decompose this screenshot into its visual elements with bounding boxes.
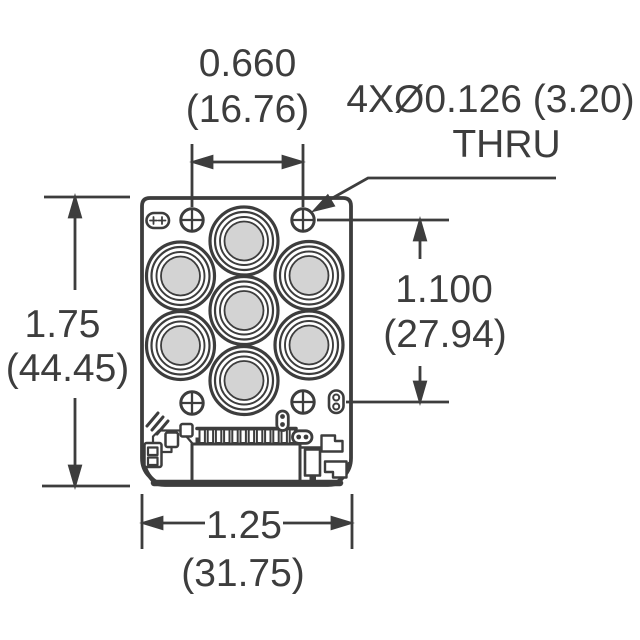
right-corner-traces	[298, 434, 348, 482]
transducer-lower-right	[273, 309, 345, 381]
label-board-height-mm: (44.45)	[6, 347, 130, 390]
arrowhead-left	[139, 515, 164, 531]
label-hole-spacing-v-in: 1.100	[395, 268, 493, 311]
label-hole-spacing-h-in: 0.660	[199, 42, 297, 85]
label-hole-callout-line2: THRU	[452, 123, 560, 166]
dim-hole-spacing-horizontal	[189, 144, 306, 207]
transducer-center	[208, 274, 280, 347]
hole-callout-leader	[310, 176, 556, 213]
left-corner-traces	[143, 422, 194, 469]
pad-plus-marks	[149, 216, 167, 225]
board-components	[143, 211, 348, 487]
arrowhead-leader	[310, 193, 336, 213]
arrowhead-left	[189, 154, 214, 170]
transducer-bottom	[208, 344, 280, 417]
arrowhead-down	[412, 380, 428, 407]
arrowhead-up	[412, 215, 428, 242]
mounting-holes	[179, 207, 316, 416]
arrowhead-right	[330, 515, 355, 531]
dimension-labels: 0.660 (16.76) 4XØ0.126 (3.20) THRU 1.75 …	[6, 42, 635, 595]
label-board-width-in: 1.25	[206, 504, 282, 547]
label-hole-spacing-h-mm: (16.76)	[186, 88, 310, 131]
dim-board-width	[139, 494, 355, 549]
connector-body	[190, 442, 302, 486]
transducer-array	[144, 205, 345, 417]
dim-board-height	[42, 192, 130, 491]
transducer-upper-right	[273, 239, 345, 312]
two-pin-pad-horizontal	[291, 429, 314, 445]
dimension-lines	[42, 144, 556, 549]
transducer-upper-left	[144, 240, 217, 312]
label-hole-spacing-v-mm: (27.94)	[383, 313, 507, 356]
mounting-hole-top-right	[290, 207, 316, 233]
dim-hole-spacing-vertical	[317, 215, 449, 407]
arrowhead-down	[67, 464, 83, 491]
transducer-top	[208, 205, 280, 277]
label-board-height-in: 1.75	[25, 303, 101, 346]
mounting-hole-bottom-left	[179, 390, 205, 416]
arrowhead-up	[67, 192, 83, 219]
transducer-lower-left	[144, 309, 217, 382]
label-board-width-mm: (31.75)	[181, 552, 305, 595]
label-hole-callout-line1: 4XØ0.126 (3.20)	[346, 78, 634, 121]
arrowhead-right	[281, 154, 306, 170]
mounting-hole-top-left	[179, 207, 205, 233]
dual-pad-top-left	[145, 211, 171, 230]
dual-dot-pad-right	[327, 389, 345, 415]
two-pin-pad-vertical	[275, 409, 290, 432]
mounting-hole-bottom-right	[290, 389, 316, 415]
